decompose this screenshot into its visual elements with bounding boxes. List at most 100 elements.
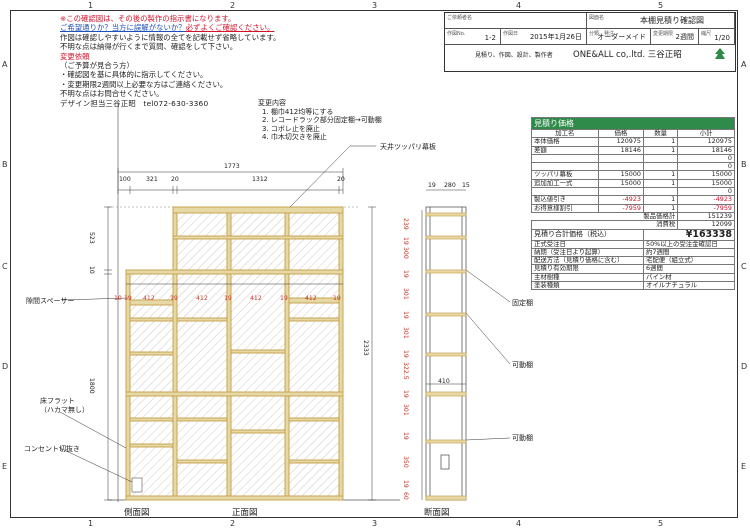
- movable-shelf-label-2: 可動棚: [512, 434, 533, 442]
- grid-col-5: 5: [658, 1, 664, 10]
- side-view-label: 側面図: [124, 508, 150, 518]
- shelf-dim: 19: [170, 295, 178, 302]
- col-header: 小計: [677, 128, 735, 139]
- outlet-label: コンセント切抜き: [24, 445, 80, 453]
- grid-col-4: 4: [516, 1, 522, 10]
- grid-col-2-bottom: 2: [230, 519, 236, 528]
- info-value: 宅配便（組立式）: [643, 256, 735, 266]
- bookshelf-section: [425, 206, 467, 501]
- confirmation-notice: ※この確認図は、その後の製作の指示書になります。 ご希望通りか？当方に誤解がない…: [60, 14, 380, 108]
- grid-row-a: A: [2, 60, 8, 69]
- company-logo-icon: [715, 48, 725, 59]
- shelf-dim: 412: [250, 295, 262, 302]
- change-item: 1. 棚巾412均等にする: [262, 107, 334, 116]
- grid-row-c-right: C: [741, 262, 747, 271]
- section-dim: 19: [402, 311, 409, 319]
- outlet-cutout: [131, 477, 143, 493]
- tax-amount: 12099: [677, 220, 735, 230]
- grid-col-3: 3: [372, 1, 378, 10]
- bookshelf-front: [125, 206, 344, 501]
- section-dim: 301: [402, 288, 409, 300]
- ceiling-panel-label: 天井ツッパリ幕板: [380, 143, 436, 151]
- section-dim: 350: [402, 456, 409, 468]
- dim-label: 1312: [252, 176, 268, 183]
- section-dim: 19: [402, 432, 409, 440]
- shelf-dim: 412: [143, 295, 155, 302]
- grid-col-2: 2: [230, 1, 236, 10]
- section-view-label: 断面図: [424, 508, 450, 518]
- movable-shelf-label: 可動棚: [512, 361, 533, 369]
- drawing-name-label: 図面名: [589, 15, 605, 21]
- grid-col-1-bottom: 1: [88, 519, 94, 528]
- shelf-dim: 19: [333, 295, 341, 302]
- shelf-dim: 10: [114, 295, 122, 302]
- grid-row-a-right: A: [741, 60, 747, 69]
- section-dim: 301: [402, 404, 409, 416]
- change-list: 変更内容 1. 棚巾412均等にする 2. レコードラック部分固定棚→可動棚 3…: [258, 99, 382, 142]
- section-dim: 19: [402, 480, 409, 488]
- fixed-shelf-label: 固定棚: [512, 299, 533, 307]
- notice-line: ※この確認図は、その後の製作の指示書になります。: [60, 14, 236, 23]
- term-label: 変更期限: [653, 31, 674, 37]
- floor-label: 床フラット: [40, 397, 75, 405]
- change-term: 2週間: [675, 33, 694, 41]
- section-dim: 300: [402, 247, 409, 259]
- notice-line: ・確認図を基に具体的に指示してください。: [60, 70, 208, 80]
- grid-row-b: B: [2, 160, 8, 169]
- grid-col-1: 1: [88, 1, 94, 10]
- section-depth-dim: 410: [438, 378, 450, 385]
- total-height-dim: 2333: [362, 340, 369, 356]
- drawing-no: 1-2: [484, 34, 496, 42]
- notice-line: （ご予算が見合う方）: [60, 61, 134, 71]
- section-dim: 19: [402, 237, 409, 245]
- section-dim: 301: [402, 327, 409, 339]
- drawing-name: 本棚見積り確認図: [640, 16, 704, 25]
- notice-line: 作図は確認しやすいように情報の全てを記載せず省略しています。: [60, 32, 281, 42]
- designer-contact: デザイン担当三谷正昭 tel072-630-3360: [60, 98, 209, 108]
- info-value: 50%以上の受注金確認日: [643, 239, 735, 249]
- change-item: 3. コボレ止を廃止: [262, 124, 320, 133]
- change-title: 変更内容: [258, 99, 286, 107]
- notice-line: 不明な点は納得が行くまで質問、確認をして下さい。: [60, 42, 238, 52]
- dim-label: 1800: [88, 378, 95, 394]
- estimate-header: 見積り価格: [531, 117, 735, 130]
- maker-label: 見積り、作図、設計、製作者: [475, 52, 553, 59]
- order-type: オーダーメイド: [597, 33, 646, 41]
- grid-row-e: E: [2, 462, 8, 471]
- shelf-dim: 412: [305, 295, 317, 302]
- dim-label: 20: [171, 176, 179, 183]
- dim-label: 10: [88, 266, 95, 274]
- col-header: 数量: [642, 128, 679, 139]
- section-dim: 60: [402, 492, 409, 500]
- grid-col-3-bottom: 3: [372, 519, 378, 528]
- notice-warning: 必ずよくご確認ください。: [185, 23, 275, 33]
- spacer-label: 隙間スペーサー: [26, 297, 75, 305]
- date-label: 作図日: [503, 31, 519, 37]
- tax-label: 消費税: [530, 220, 679, 230]
- info-value: オイルナチュラル: [643, 281, 735, 291]
- grid-row-b-right: B: [741, 160, 747, 169]
- floor-sub-label: （ハカマ無し）: [40, 406, 89, 414]
- section-dim: 19: [402, 390, 409, 398]
- dim-label: 523: [88, 232, 95, 244]
- type-label: 分類、発注: [589, 31, 615, 37]
- grid-row-d: D: [2, 362, 9, 371]
- dim-label: 15: [462, 182, 470, 189]
- grid-row-d-right: D: [741, 362, 748, 371]
- section-dim: 19: [402, 270, 409, 278]
- section-dimension-lines: [421, 189, 466, 500]
- dim-label: 100: [119, 176, 131, 183]
- dim-label: 19: [428, 182, 436, 189]
- grid-col-5-bottom: 5: [658, 519, 664, 528]
- notice-line: ・変更期限2週間以上必要な方はご連絡ください。: [60, 79, 228, 89]
- drawing-no-label: 作図No.: [447, 31, 466, 37]
- notice-question: ご希望通りか？当方に誤解がないか？: [60, 23, 186, 33]
- change-item: 4. 巾木切欠きを廃止: [262, 133, 327, 142]
- drawing-date: 2015年1月26日: [529, 33, 582, 41]
- grid-row-c: C: [2, 262, 8, 271]
